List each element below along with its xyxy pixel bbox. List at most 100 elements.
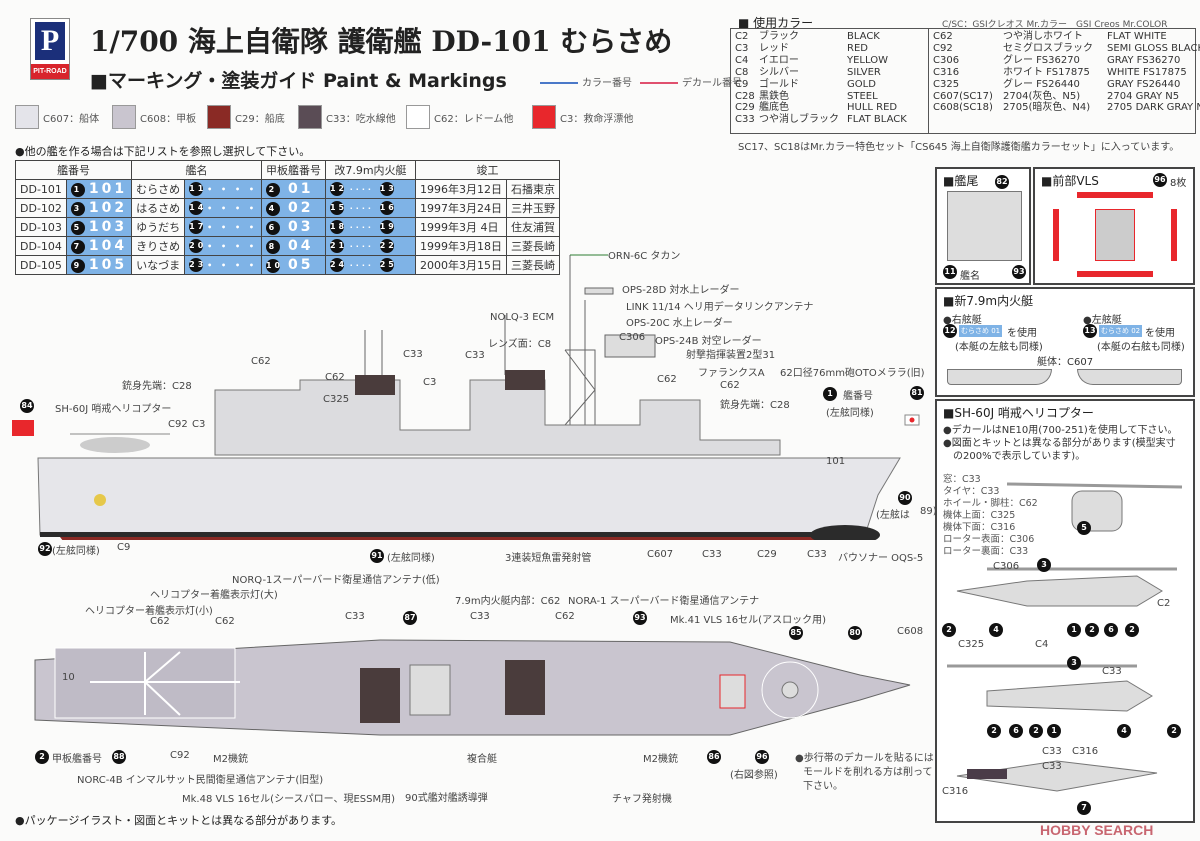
decal-number: 93 <box>1012 265 1026 279</box>
ship-side-profile <box>12 254 920 540</box>
color-name-jp: グレー FS36270 <box>1003 54 1080 66</box>
use-label: を使用 <box>1007 328 1037 339</box>
use-label: を使用 <box>1145 328 1175 339</box>
color-swatch <box>532 105 556 129</box>
callout-label: C92 <box>168 419 188 430</box>
commission-date: 1997年3月24日 <box>414 198 507 218</box>
swatch-label: C608：甲板 <box>140 113 197 125</box>
callout-label: C62 <box>657 374 677 385</box>
decal-number: 1 <box>823 387 837 401</box>
decal-dots: ···· <box>343 242 380 251</box>
hull-note: ●他の艦を作る場合は下記リストを参照し選択して下さい。 <box>15 145 311 158</box>
jack-flag-sun <box>909 417 915 423</box>
callout-label: C33 <box>465 350 485 361</box>
decal-number: 3 <box>1037 558 1051 572</box>
callout-label: C306 <box>619 332 646 343</box>
boat-decal: 24 ···· 25 <box>324 255 416 275</box>
legend-label: カラー番号 <box>582 78 632 89</box>
color-name-jp: イエロー <box>759 54 799 66</box>
callout-label: 90式艦対艦誘導弾 <box>405 793 488 804</box>
decal-dots: • • • • <box>207 185 257 194</box>
col-header: 甲板艦番号 <box>260 160 326 180</box>
color-code: C316 <box>933 66 960 78</box>
decal-number: 16 <box>379 201 394 215</box>
color-name-en: STEEL <box>847 90 878 102</box>
callout-label: 艦番号 <box>843 391 873 402</box>
ship-name: いなづま <box>131 255 186 275</box>
callout-label: NORQ-1スーパーバード衛星通信アンテナ(低) <box>232 575 440 586</box>
decal-digits: 102 <box>88 200 128 216</box>
blue-line-icon <box>540 82 578 84</box>
front-vls-panel: ■前部VLS 96 8枚 <box>1033 167 1195 285</box>
heli-color-spec: タイヤ：C33 <box>943 486 1000 497</box>
callout-label: C3 <box>423 377 437 388</box>
decal-number: 2 <box>35 750 49 764</box>
shipyard: 石播東京 <box>505 179 560 199</box>
color-name-jp: レッド <box>759 42 789 54</box>
callout-label: C62 <box>215 616 235 627</box>
decal-number: 2 <box>987 724 1001 738</box>
decal-number: 3 <box>70 202 85 216</box>
callout-label: ヘリコプター着艦表示灯(大) <box>150 590 278 601</box>
hull-upper <box>37 457 901 536</box>
boat-decal: 15 ···· 16 <box>324 198 416 218</box>
swatch-label: C3：救命浮漂他 <box>560 113 634 125</box>
decal-dots: ···· <box>343 223 380 232</box>
decal-number: 2 <box>1085 623 1099 637</box>
color-name-en: GOLD <box>847 78 876 90</box>
legend-color-number: カラー番号 <box>540 74 632 89</box>
heli-color-label: C306 <box>993 561 1020 572</box>
decal-number: 96 <box>1153 173 1167 187</box>
color-swatch <box>112 105 136 129</box>
boat-note: (本艇の左舷も同様) <box>955 342 1043 353</box>
callout-label: C33 <box>807 549 827 560</box>
decal-number: 6 <box>1104 623 1118 637</box>
callout-label: 銃身先端：C28 <box>122 381 192 392</box>
color-code: C325 <box>933 78 960 90</box>
color-code: C29 <box>735 102 755 114</box>
callout-label: 銃身先端：C28 <box>720 400 790 411</box>
heli-color-spec: 機体下面：C316 <box>943 522 1016 533</box>
color-name-en: HULL RED <box>847 102 898 114</box>
decal-number: 1 <box>1067 623 1081 637</box>
decal-number: 9 <box>70 259 85 273</box>
color-name-jp: つや消しブラック <box>759 114 839 126</box>
color-row: C607(SC17)2704(灰色、N5)2704 GRAY N5 <box>933 91 1197 103</box>
decal-number: 19 <box>379 220 394 234</box>
decal-number: 7 <box>1077 801 1091 815</box>
color-name-jp: つや消しホワイト <box>1003 31 1083 42</box>
decal-number: 24 <box>329 258 344 272</box>
callout-label: C62 <box>555 611 575 622</box>
heli-color-label: C33 <box>1042 761 1062 772</box>
deck-digits: 03 <box>287 219 314 235</box>
helicopter-side <box>70 433 170 453</box>
callout-label: モールドを削れる方は削って <box>803 767 933 778</box>
callout-label: M2機銃 <box>643 754 678 765</box>
decal-digits: 104 <box>88 238 128 254</box>
decal-number: 6 <box>1009 724 1023 738</box>
heli-color-spec: 機体上面：C325 <box>943 510 1016 521</box>
callout-label: LINK 11/14 ヘリ用データリンクアンテナ <box>626 302 814 313</box>
callout-label: OPS-20C 水上レーダー <box>626 318 733 329</box>
callout-label: 3連装短魚雷発射管 <box>505 553 592 564</box>
callout-label: 複合艇 <box>467 754 497 765</box>
decal-number: 13 <box>379 182 394 196</box>
color-name-jp: 黒鉄色 <box>759 90 789 102</box>
vls-decal <box>1171 209 1177 261</box>
boat-drawing <box>947 369 1052 385</box>
decal-number: 87 <box>403 611 417 625</box>
decal-sample: むらさめ 01 <box>959 325 1003 337</box>
heli-color-label: C4 <box>1035 639 1049 650</box>
callout-label: M2機銃 <box>213 754 248 765</box>
